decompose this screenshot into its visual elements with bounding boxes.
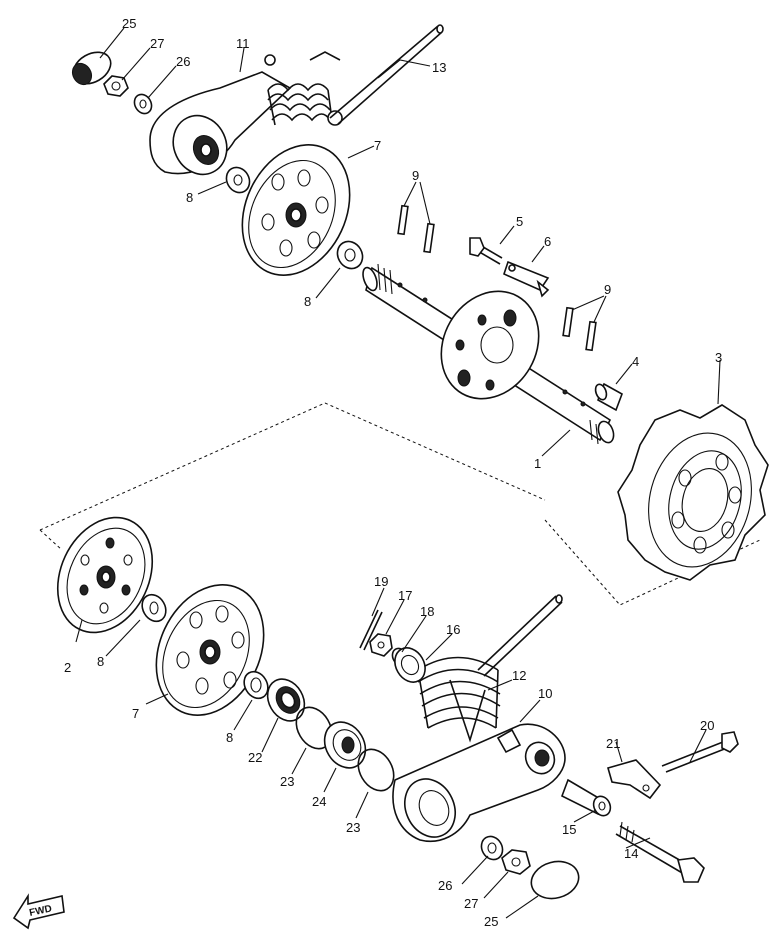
pins-9-right xyxy=(562,306,597,352)
washer-8-c xyxy=(141,593,167,623)
callout-8-c: 8 xyxy=(97,654,104,669)
callout-26-bottom: 26 xyxy=(438,878,452,893)
callout-1: 1 xyxy=(534,456,541,471)
fwd-arrow-icon xyxy=(12,893,65,930)
sprocket-3 xyxy=(617,404,769,581)
callout-8-d: 8 xyxy=(226,730,233,745)
callout-9-top: 9 xyxy=(412,168,419,183)
callout-17: 17 xyxy=(398,588,412,603)
rod-13 xyxy=(329,24,444,125)
callout-8-b: 8 xyxy=(304,294,311,309)
leader-lines xyxy=(75,27,721,919)
cap-25-bottom xyxy=(530,860,580,900)
washer-26-top xyxy=(133,93,153,115)
callout-4: 4 xyxy=(632,354,639,369)
callout-23-a: 23 xyxy=(280,774,294,789)
bolt-20 xyxy=(661,731,739,773)
callout-14: 14 xyxy=(624,846,638,861)
bearing-24 xyxy=(323,721,367,769)
callout-numbers: 25 27 26 11 13 7 8 8 9 5 6 9 4 3 1 2 8 7… xyxy=(64,16,722,929)
callout-21: 21 xyxy=(606,736,620,751)
callout-9-right: 9 xyxy=(604,282,611,297)
callout-3: 3 xyxy=(715,350,722,365)
sleeve-15 xyxy=(560,778,612,817)
cap-25-top xyxy=(71,51,112,86)
washer-8-a xyxy=(225,166,251,194)
tension-arm-10 xyxy=(392,723,566,842)
callout-11: 11 xyxy=(236,36,250,51)
bolt-5 xyxy=(469,237,503,265)
callout-5: 5 xyxy=(516,214,523,229)
pins-9-top xyxy=(397,204,435,254)
callout-8-a: 8 xyxy=(186,190,193,205)
callout-20: 20 xyxy=(700,718,714,733)
callout-6: 6 xyxy=(544,234,551,249)
bracket-21 xyxy=(607,759,662,800)
shaft-flange xyxy=(440,290,540,400)
callout-23-b: 23 xyxy=(346,820,360,835)
callout-25-bottom: 25 xyxy=(484,914,498,929)
tension-arm-11 xyxy=(149,71,292,176)
callout-18: 18 xyxy=(420,604,434,619)
callout-24: 24 xyxy=(312,794,326,809)
circlip-23-b xyxy=(357,748,395,792)
spring-top xyxy=(264,51,343,126)
callout-2: 2 xyxy=(64,660,71,675)
bearing-22 xyxy=(266,678,306,722)
callout-16: 16 xyxy=(446,622,460,637)
washer-8-d xyxy=(243,670,269,700)
nut-27-top xyxy=(103,75,129,97)
callout-27-bottom: 27 xyxy=(464,896,478,911)
idler-wheel-7-bottom xyxy=(155,584,265,716)
callout-7-top: 7 xyxy=(374,138,381,153)
callout-19: 19 xyxy=(374,574,388,589)
spring-12 xyxy=(417,656,501,743)
bolt-14 xyxy=(615,821,705,883)
nut-27-bottom xyxy=(501,849,531,875)
callout-25-top: 25 xyxy=(122,16,136,31)
callout-13: 13 xyxy=(432,60,446,75)
spacer-16 xyxy=(394,647,426,683)
washer-26-bottom xyxy=(480,835,504,861)
washer-8-b xyxy=(336,240,364,270)
flange-2 xyxy=(56,516,154,634)
nut-17 xyxy=(369,633,393,657)
cotter-pin-19 xyxy=(359,609,383,651)
callout-27-top: 27 xyxy=(150,36,164,51)
fwd-label: FWD xyxy=(28,903,53,918)
callout-12: 12 xyxy=(512,668,526,683)
bracket-6 xyxy=(503,260,550,298)
collar-4 xyxy=(594,382,623,412)
callout-15: 15 xyxy=(562,822,576,837)
idler-wheel-7-top xyxy=(241,144,351,276)
callout-26-top: 26 xyxy=(176,54,190,69)
callout-7-bottom: 7 xyxy=(132,706,139,721)
callout-10: 10 xyxy=(538,686,552,701)
callout-22: 22 xyxy=(248,750,262,765)
spring-rod-12 xyxy=(477,594,563,677)
